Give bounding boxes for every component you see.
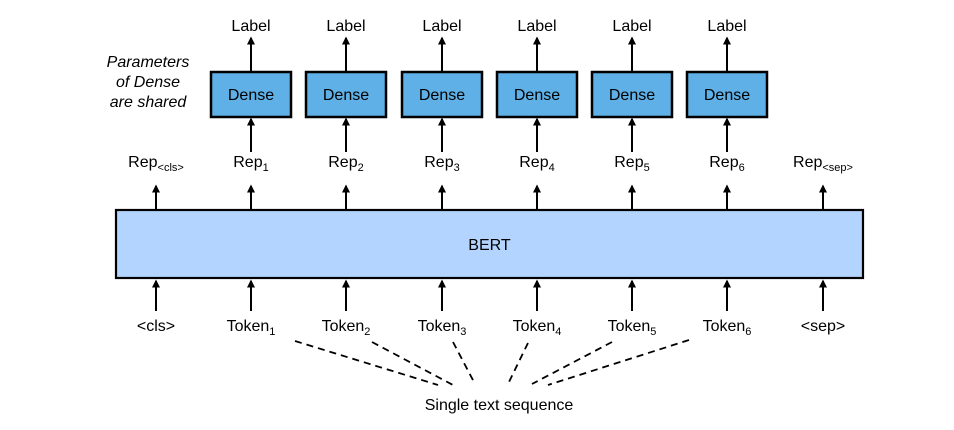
token-label-base: Token [227, 318, 270, 335]
rep-label-base: Rep [424, 154, 453, 171]
token-label-base: Token [418, 318, 461, 335]
dashed-connector [547, 339, 690, 386]
token-label: <cls> [137, 318, 175, 335]
dashed-connector [294, 340, 439, 386]
bert-box [114, 208, 865, 280]
dense-label: Dense [514, 87, 560, 104]
dense-label: Dense [228, 87, 274, 104]
token-label-base: <sep> [801, 318, 845, 335]
dense-label: Dense [419, 87, 465, 104]
token-label: Token2 [322, 318, 371, 338]
dense-label: Dense [704, 87, 750, 104]
output-label: Label [231, 18, 270, 35]
token-label: Token4 [513, 318, 562, 338]
output-label: Label [612, 18, 651, 35]
output-label: Label [326, 18, 365, 35]
rep-label: Rep3 [424, 154, 459, 174]
token-label: Token3 [418, 318, 467, 338]
dense-column: Dense Label [209, 18, 293, 152]
rep-label: Rep5 [614, 154, 649, 174]
rep-label-base: Rep [709, 154, 738, 171]
rep-label: Rep2 [328, 154, 363, 174]
source-label: Single text sequence [425, 397, 574, 414]
dense-column: Dense Label [304, 18, 388, 152]
rep-label-subscript: 6 [739, 162, 745, 174]
dense-label: Dense [609, 87, 655, 104]
token-label: <sep> [801, 318, 845, 335]
rep-label: Rep6 [709, 154, 744, 174]
rep-label-subscript: 2 [358, 162, 364, 174]
rep-label: Rep<sep> [793, 154, 853, 174]
dense-column: Dense Label [685, 18, 769, 152]
source-layer: Single text sequence [294, 339, 690, 414]
rep-label: Rep1 [233, 154, 268, 174]
output-label: Label [422, 18, 461, 35]
bert-label: BERT [468, 237, 511, 254]
rep-label-base: Rep [128, 154, 157, 171]
token-label: Token1 [227, 318, 276, 338]
rep-label: Rep4 [519, 154, 554, 174]
dense-column: Dense Label [400, 18, 484, 152]
token-label-subscript: 3 [460, 326, 466, 338]
rep-label-subscript: 1 [263, 162, 269, 174]
rep-label-base: Rep [793, 154, 822, 171]
dense-label: Dense [323, 87, 369, 104]
note-line: Parameters [107, 54, 190, 71]
note-line: are shared [110, 94, 188, 111]
rep-label-subscript: <cls> [158, 162, 184, 174]
token-label-base: Token [322, 318, 365, 335]
dashed-connector [452, 341, 476, 385]
token-label: Token5 [608, 318, 657, 338]
token-label-base: Token [703, 318, 746, 335]
bert-block: BERT [114, 208, 865, 280]
token-label-base: Token [608, 318, 651, 335]
dense-box [685, 70, 769, 119]
rep-label: Rep<cls> [128, 154, 184, 174]
rep-label-subscript: 4 [549, 162, 555, 174]
dashed-connector [507, 342, 529, 385]
shared-parameters-note: Parameters of Dense are shared [107, 54, 190, 111]
rep-label-subscript: <sep> [822, 162, 853, 174]
dense-column: Dense Label [495, 18, 579, 152]
rep-label-base: Rep [328, 154, 357, 171]
dashed-connector [371, 341, 454, 386]
token-label-subscript: 4 [555, 326, 561, 338]
dashed-connector [531, 341, 613, 385]
rep-label-subscript: 5 [644, 162, 650, 174]
token-label: Token6 [703, 318, 752, 338]
token-label-base: <cls> [137, 318, 175, 335]
token-label-subscript: 2 [364, 326, 370, 338]
rep-label-base: Rep [233, 154, 262, 171]
dense-column: Dense Label [590, 18, 674, 152]
rep-label-base: Rep [519, 154, 548, 171]
rep-label-base: Rep [614, 154, 643, 171]
token-label-subscript: 1 [269, 326, 275, 338]
token-label-base: Token [513, 318, 556, 335]
dense-box [209, 70, 293, 119]
output-label: Label [517, 18, 556, 35]
token-label-subscript: 6 [745, 326, 751, 338]
rep-label-subscript: 3 [454, 162, 460, 174]
output-label: Label [707, 18, 746, 35]
note-line: of Dense [116, 74, 180, 91]
token-label-subscript: 5 [650, 326, 656, 338]
dense-box [590, 70, 674, 119]
